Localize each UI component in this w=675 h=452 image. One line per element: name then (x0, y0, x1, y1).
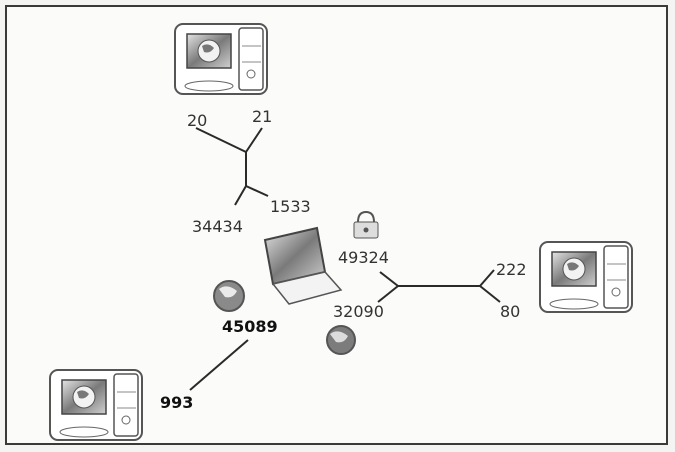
port-label-34434: 34434 (192, 217, 243, 236)
link-right-d (480, 286, 500, 302)
server-right (540, 242, 632, 312)
globe-icon (327, 326, 355, 354)
port-label-222: 222 (496, 260, 527, 279)
link-top-c (235, 186, 246, 205)
server-bottom-left (50, 370, 142, 440)
port-label-32090: 32090 (333, 302, 384, 321)
port-label-1533: 1533 (270, 197, 311, 216)
link-right-b (378, 286, 398, 302)
link-top-b (246, 128, 262, 152)
port-label-993: 993 (160, 393, 193, 412)
laptop-icon (265, 228, 341, 304)
link-right-c (480, 270, 494, 286)
port-label-20: 20 (187, 111, 207, 130)
port-label-21: 21 (252, 107, 272, 126)
port-label-80: 80 (500, 302, 520, 321)
link-top-a (196, 128, 246, 152)
globe-icon (214, 281, 244, 311)
server-top (175, 24, 267, 94)
link-left (190, 340, 248, 390)
lock-icon (354, 212, 378, 238)
link-top-d (246, 186, 268, 196)
port-label-45089: 45089 (222, 317, 278, 336)
port-label-49324: 49324 (338, 248, 389, 267)
link-right-a (380, 272, 398, 286)
